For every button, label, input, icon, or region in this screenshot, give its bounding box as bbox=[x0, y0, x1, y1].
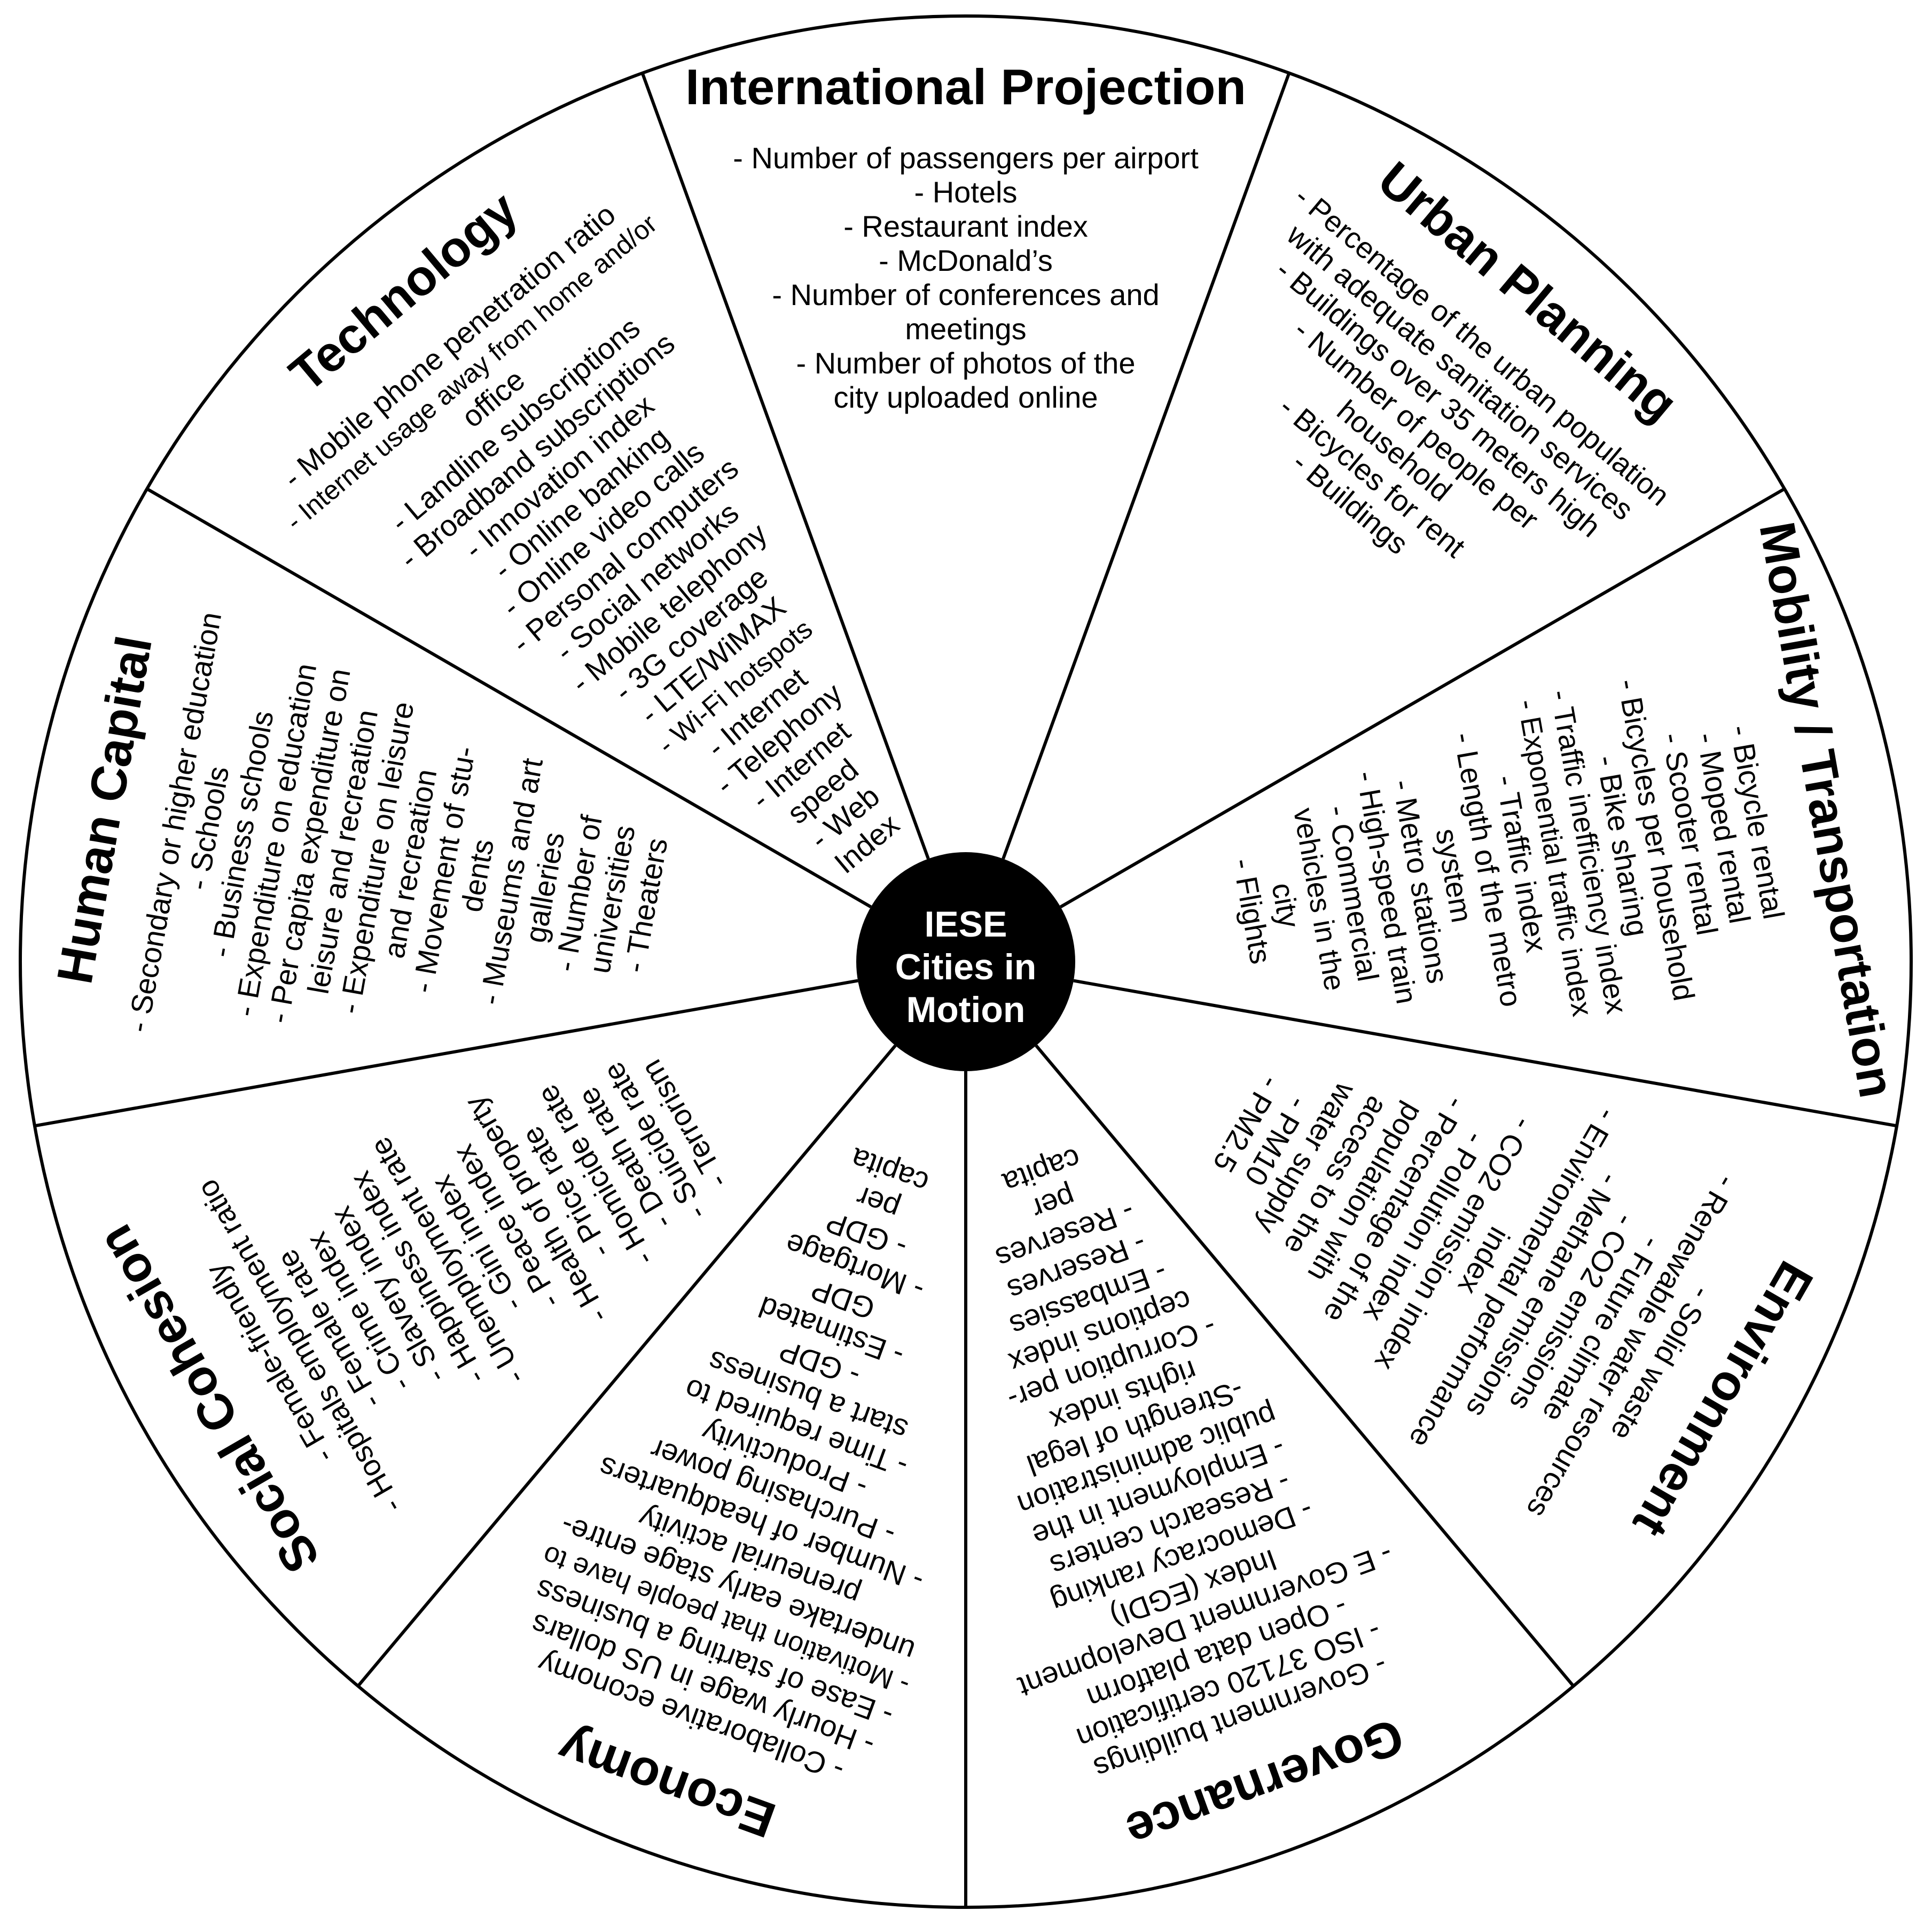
category-item: - Number of conferences and bbox=[772, 278, 1159, 311]
sector-divider bbox=[1060, 487, 1786, 909]
hub-line-3: Motion bbox=[906, 989, 1026, 1030]
sector-technology: Technology- Mobile phone penetration rat… bbox=[277, 181, 905, 880]
category-item: - McDonald’s bbox=[879, 244, 1053, 277]
sector-divider bbox=[1073, 979, 1897, 1128]
sectors: International Projection - Number of pass… bbox=[46, 59, 1905, 1860]
category-title: International Projection bbox=[685, 59, 1246, 115]
hub-line-1: IESE bbox=[925, 904, 1007, 945]
sector-divider bbox=[146, 487, 872, 909]
sector-divider bbox=[1002, 72, 1291, 860]
sector-divider bbox=[356, 1044, 897, 1687]
hub-circle bbox=[856, 852, 1075, 1071]
sector-divider bbox=[1035, 1044, 1575, 1687]
category-item: city bbox=[1265, 880, 1307, 930]
category-item: - Hotels bbox=[914, 175, 1018, 209]
category-item: - Number of photos of the bbox=[796, 346, 1135, 380]
sector-human-capital: Human Capital- Secondary or higher educa… bbox=[46, 610, 674, 1035]
category-item: city uploaded online bbox=[833, 380, 1098, 414]
sector-dividers bbox=[34, 72, 1897, 1907]
hub-line-2: Cities in bbox=[895, 947, 1037, 987]
sector-international-projection: International Projection - Number of pass… bbox=[685, 59, 1246, 414]
sector-divider bbox=[640, 72, 930, 860]
category-item: - Restaurant index bbox=[843, 209, 1088, 243]
category-item: meetings bbox=[905, 312, 1026, 346]
center-hub: IESE Cities in Motion bbox=[856, 852, 1075, 1071]
category-item: - Number of passengers per airport bbox=[733, 141, 1199, 175]
sector-divider bbox=[34, 979, 858, 1128]
